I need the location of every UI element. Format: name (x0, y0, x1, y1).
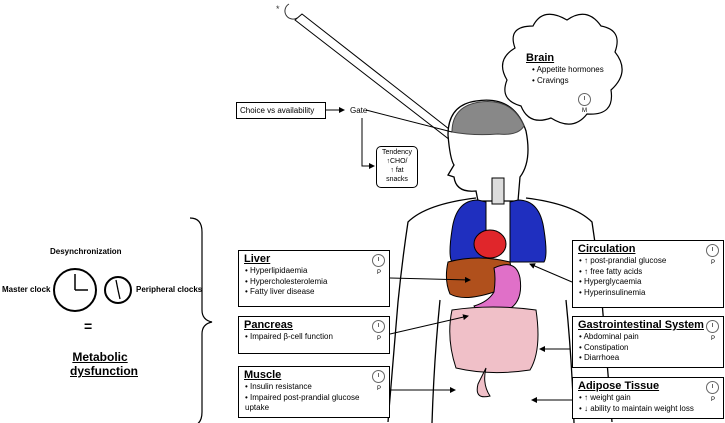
clock-icon (372, 370, 385, 383)
liver-item: Hyperlipidaemia (245, 266, 389, 277)
brain-title: Brain (526, 52, 555, 64)
torso-outline (387, 197, 613, 423)
adipose-item: ↓ ability to maintain weight loss (579, 404, 723, 415)
tendency-box: Tendency ↑CHO/ ↑ fat snacks (376, 146, 418, 188)
adipose-item: ↑ weight gain (579, 393, 723, 404)
pancreas-item: Impaired β-cell function (245, 332, 389, 343)
tendency-line: snacks (386, 176, 408, 183)
liver-box: Liver Hyperlipidaemia Hypercholesterolem… (238, 250, 390, 307)
clock-icon (706, 381, 719, 394)
clock-icon (578, 93, 591, 106)
choice-box: Choice vs availability (236, 102, 326, 119)
clock-icon (706, 244, 719, 257)
muscle-tag: P (376, 386, 381, 392)
star-icon: * (276, 4, 280, 14)
arrow (389, 314, 469, 335)
arrow (389, 276, 471, 283)
adipose-title: Adipose Tissue (578, 380, 660, 392)
choice-label: Choice vs availability (240, 106, 315, 115)
arrow (529, 263, 573, 283)
colon (476, 367, 491, 398)
brain-item: • Appetite hormones (532, 65, 604, 74)
moon-icon (284, 3, 298, 20)
muscle-title: Muscle (244, 369, 282, 381)
arrow (361, 118, 375, 169)
liver-item: Hypercholesterolemia (245, 277, 389, 288)
right-lung (509, 199, 547, 263)
liver-title: Liver (244, 253, 271, 265)
heart-shape (473, 229, 507, 259)
pancreas-title: Pancreas (244, 319, 293, 331)
bracket (189, 217, 213, 423)
circulation-item: ↑ free fatty acids (579, 267, 723, 278)
gi-item: Constipation (579, 343, 723, 354)
clock-icon (372, 320, 385, 333)
liver-item: Fatty liver disease (245, 287, 389, 298)
adipose-tag: P (710, 397, 715, 403)
master-clock-label: Master clock (2, 285, 51, 294)
circulation-box: Circulation ↑ post-prandial glucose ↑ fr… (572, 240, 724, 308)
circulation-tag: P (710, 260, 715, 266)
circulation-item: Hyperinsulinemia (579, 288, 723, 299)
equals-sign: = (84, 318, 93, 334)
brain-box: Brain • Appetite hormones • Cravings (526, 52, 626, 86)
circulation-item: ↑ post-prandial glucose (579, 256, 723, 267)
arrow (365, 109, 453, 133)
pancreas-box: Pancreas Impaired β-cell function P (238, 316, 390, 354)
tendency-line: ↑CHO/ (386, 158, 408, 165)
gi-item: Diarrhoea (579, 353, 723, 364)
adipose-box: Adipose Tissue ↑ weight gain ↓ ability t… (572, 377, 724, 419)
peripheral-clock-label: Peripheral clocks (136, 285, 203, 294)
circulation-item: Hyperglycaemia (579, 277, 723, 288)
muscle-item: Impaired post-prandial glucose uptake (245, 393, 375, 414)
gate-label: Gate (350, 106, 368, 115)
gi-title: Gastrointestinal System (578, 319, 704, 331)
gi-item: Abdominal pain (579, 332, 723, 343)
brain-shape (451, 101, 525, 136)
tendency-line: ↑ fat (390, 167, 404, 174)
tendency-line: Tendency (382, 149, 412, 156)
trachea (491, 177, 505, 205)
desync-label: Desynchronization (50, 247, 122, 256)
clock-icon (706, 320, 719, 333)
brain-tag: M (582, 108, 587, 114)
clock-icon (372, 254, 385, 267)
brain-item: • Cravings (532, 76, 569, 85)
muscle-box: Muscle Insulin resistance Impaired post-… (238, 366, 390, 418)
light-beam (294, 13, 459, 141)
thought-bubble (501, 13, 623, 125)
intestine-shape (449, 306, 539, 374)
gi-tag: P (710, 336, 715, 342)
liver-tag: P (376, 270, 381, 276)
muscle-item: Insulin resistance (245, 382, 389, 393)
circulation-title: Circulation (578, 243, 636, 255)
gi-box: Gastrointestinal System Abdominal pain C… (572, 316, 724, 368)
pancreas-tag: P (376, 336, 381, 342)
